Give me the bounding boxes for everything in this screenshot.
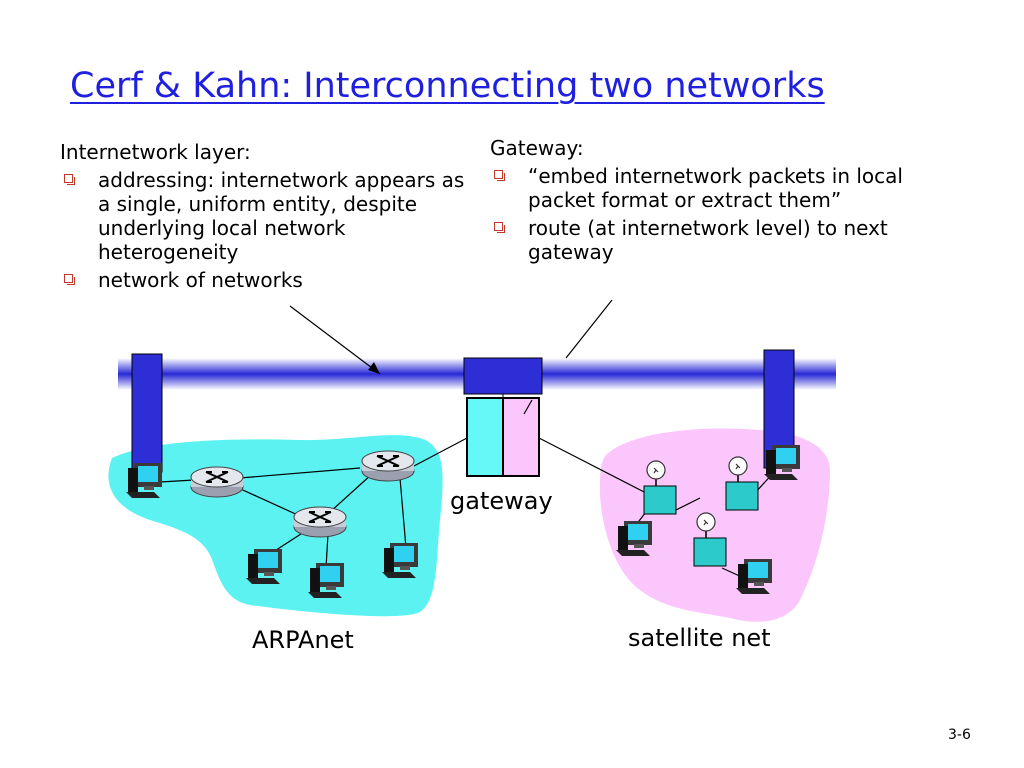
internetwork-layer-heading: Internetwork layer: [60, 140, 251, 164]
pointer-line-network-of-networks [289, 305, 381, 375]
satellite-station [725, 456, 759, 511]
bullet-addressing: addressing: internetwork appears as a si… [60, 168, 480, 264]
bullet-route-text: route (at internetwork level) to next ga… [528, 216, 888, 264]
internetwork-layer-bullets: addressing: internetwork appears as a si… [60, 168, 480, 292]
bullet-network-of-networks-text: network of networks [98, 268, 303, 292]
router-icon [293, 506, 347, 538]
bullet-box-icon [64, 174, 75, 185]
gateway-section: Gateway: “embed internetwork packets in … [490, 136, 930, 268]
satellite-net-label: satellite net [628, 624, 771, 652]
page-number: 3-6 [948, 727, 971, 743]
gateway-bullets: “embed internetwork packets in local pac… [490, 164, 930, 264]
pointer-arrowhead [368, 362, 380, 374]
router-icon [190, 466, 244, 498]
pointer-line-gateway [565, 299, 613, 359]
satellite-station [643, 460, 677, 515]
gateway-node [463, 357, 543, 477]
bullet-route: route (at internetwork level) to next ga… [490, 216, 930, 264]
gateway-label: gateway [450, 487, 553, 515]
bullet-embed-packets: “embed internetwork packets in local pac… [490, 164, 930, 212]
bullet-box-icon [64, 274, 75, 285]
router-icon [361, 450, 415, 482]
bus-tap-left [131, 353, 163, 473]
gateway-heading: Gateway: [490, 136, 584, 160]
bullet-box-icon [494, 170, 505, 181]
bullet-box-icon [494, 222, 505, 233]
bullet-network-of-networks: network of networks [60, 268, 480, 292]
slide-title: Cerf & Kahn: Interconnecting two network… [70, 66, 825, 106]
arpanet-label: ARPAnet [252, 626, 354, 654]
satellite-station [693, 512, 727, 567]
internetwork-layer-section: Internetwork layer: addressing: internet… [60, 140, 480, 296]
bullet-addressing-text: addressing: internetwork appears as a si… [98, 168, 465, 264]
bullet-embed-packets-text: “embed internetwork packets in local pac… [528, 164, 903, 212]
